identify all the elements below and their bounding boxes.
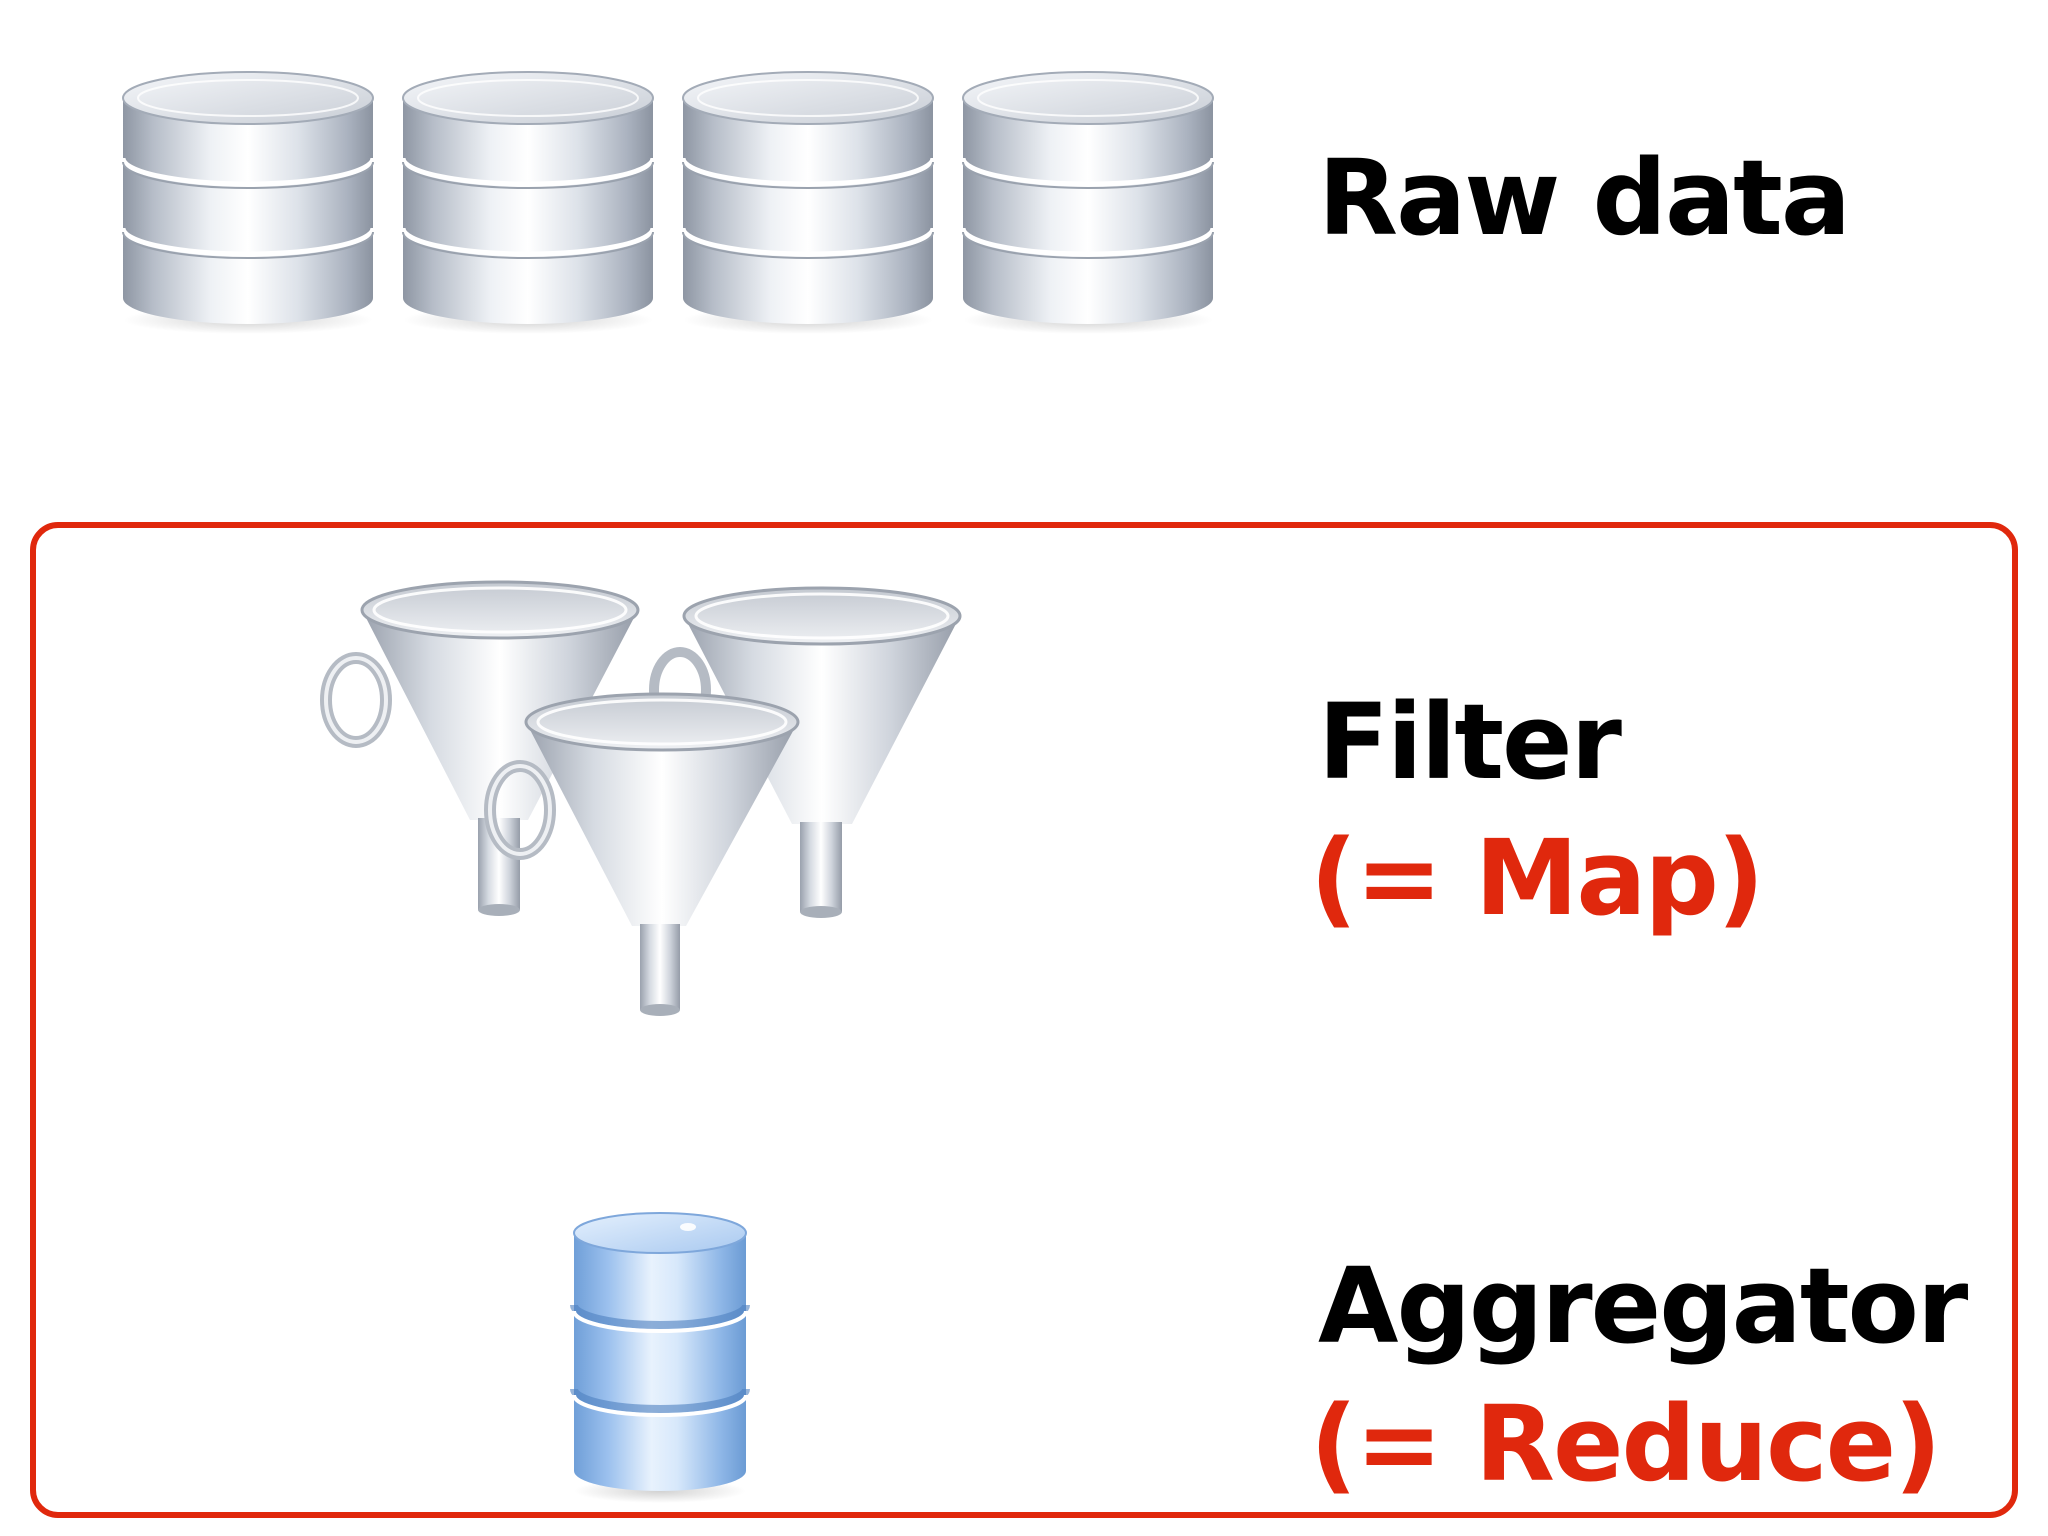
database-cylinder-icon — [958, 58, 1218, 338]
filter-label: Filter — [1318, 690, 1620, 794]
database-cylinder-icon — [118, 58, 378, 338]
reduce-alias-label: (= Reduce) — [1310, 1392, 1940, 1496]
blue-database-icon — [568, 1205, 752, 1505]
database-cylinder-icon — [398, 58, 658, 338]
aggregator-label: Aggregator — [1318, 1254, 1966, 1358]
funnel-icon — [320, 580, 980, 1020]
map-alias-label: (= Map) — [1310, 826, 1763, 930]
raw-data-label: Raw data — [1318, 146, 1849, 250]
database-cylinder-icon — [678, 58, 938, 338]
